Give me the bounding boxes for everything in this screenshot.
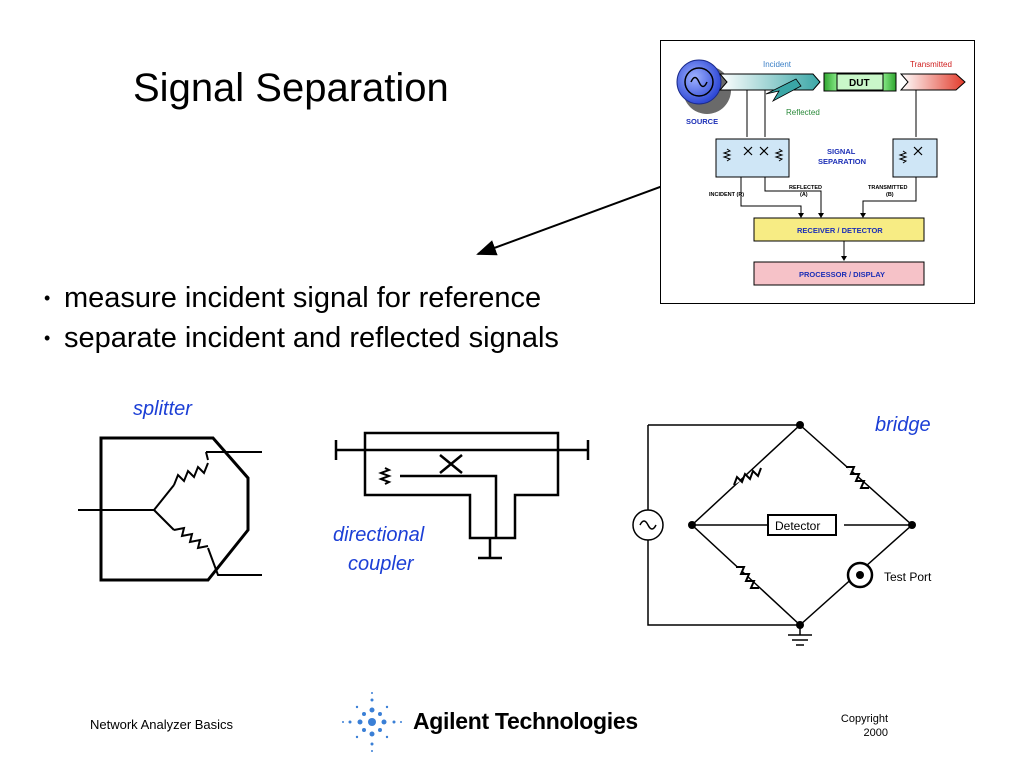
arrowhead <box>860 213 866 218</box>
detector-label: Detector <box>775 519 820 533</box>
dut-label: DUT <box>849 78 870 89</box>
block-diagram-inset: SOURCE Incident Reflected DUT Transmitte… <box>660 40 975 304</box>
agilent-spark-logo <box>342 692 402 752</box>
reflected-a-label-2: (A) <box>800 192 808 198</box>
resistor-icon <box>736 566 759 589</box>
bridge-label: bridge <box>875 414 931 436</box>
resistor-icon <box>774 148 784 162</box>
source-inner <box>684 67 714 97</box>
resistor-icon <box>898 150 908 164</box>
incident-arrow <box>718 73 821 91</box>
bullet-text: separate incident and reflected signals <box>64 322 559 354</box>
coupler-x-icon <box>913 146 923 156</box>
transmitted-b-label-2: (B) <box>886 192 894 198</box>
signal-lines <box>740 90 917 260</box>
arrowhead <box>841 256 847 261</box>
test-port-label: Test Port <box>884 570 932 584</box>
bullet-dot: • <box>44 288 51 308</box>
transmitted-b-label: TRANSMITTED <box>868 185 907 191</box>
bullet-dot: • <box>44 328 51 348</box>
signal-separation-label-2: SEPARATION <box>818 157 866 166</box>
directional-coupler-diagram <box>334 431 590 560</box>
processor-label: PROCESSOR / DISPLAY <box>799 270 885 279</box>
resistor-icon <box>722 148 732 162</box>
dut-inner <box>836 73 884 91</box>
slide-title: Signal Separation <box>133 66 449 110</box>
resistor-icon <box>846 466 869 489</box>
company-logo-text: Agilent Technologies <box>413 708 638 734</box>
bullet-item: • measure incident signal for reference <box>44 278 559 318</box>
bridge-diagram: Detector Test Port <box>632 421 932 646</box>
copyright: Copyright 2000 <box>830 712 888 740</box>
separation-box-right <box>892 138 938 178</box>
sine-icon <box>639 520 657 530</box>
transmitted-label: Transmitted <box>910 60 952 69</box>
reflected-arrow <box>765 78 802 103</box>
resistor-icon <box>733 467 762 486</box>
processor-box <box>753 261 925 286</box>
copyright-year: 2000 <box>863 727 888 739</box>
bullet-list: • measure incident signal for reference •… <box>44 278 559 358</box>
receiver-label: RECEIVER / DETECTOR <box>797 226 883 235</box>
copyright-label: Copyright <box>840 713 888 725</box>
coupler-x-icon <box>743 146 769 156</box>
transmitted-arrow <box>899 73 966 91</box>
coupler-label: directional <box>333 524 425 546</box>
bullet-item: • separate incident and reflected signals <box>44 318 559 358</box>
detector-box <box>767 514 837 536</box>
arrowhead <box>818 213 824 218</box>
resistor-icon <box>378 467 392 485</box>
signal-separation-label: SIGNAL <box>827 147 856 156</box>
splitter-label: splitter <box>133 398 192 420</box>
footer-title: Network Analyzer Basics <box>90 717 234 732</box>
receiver-box <box>753 217 925 242</box>
bullet-text: measure incident signal for reference <box>64 282 542 314</box>
arrowhead <box>798 213 804 218</box>
ground-icon <box>788 625 812 646</box>
reflected-a-label: REFLECTED <box>789 185 822 191</box>
incident-label: Incident <box>763 60 792 69</box>
splitter-diagram <box>78 436 262 582</box>
source-label: SOURCE <box>686 117 718 126</box>
coupler-label-2: coupler <box>348 553 414 575</box>
incident-r-label: INCIDENT (R) <box>709 192 744 198</box>
reflected-label: Reflected <box>786 108 820 117</box>
block-diagram: SOURCE Incident Reflected DUT Transmitte… <box>676 59 966 286</box>
sine-icon <box>690 76 708 88</box>
